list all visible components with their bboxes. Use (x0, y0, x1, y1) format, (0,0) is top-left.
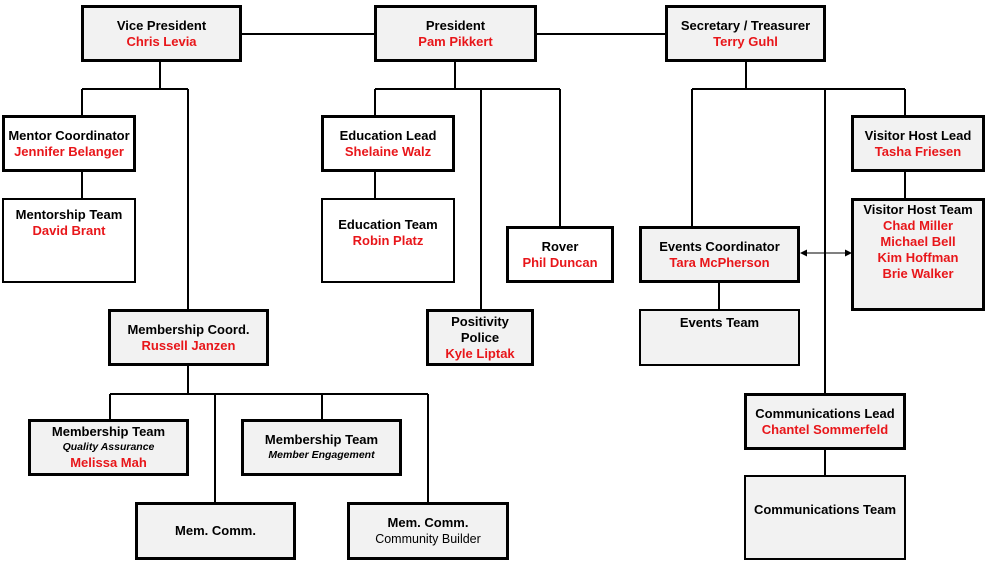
mentorship-team-title: Mentorship Team (15, 207, 123, 222)
education-team-box: Education Team Robin Platz (321, 198, 455, 283)
membership-coord-box: Membership Coord. Russell Janzen (108, 309, 269, 366)
president-name: Pam Pikkert (418, 33, 493, 49)
visitor-host-team-member: Michael Bell (880, 234, 956, 249)
events-team-box: Events Team (639, 309, 800, 366)
positivity-police-box: Positivity Police Kyle Liptak (426, 309, 534, 366)
double-arrow-icon (800, 249, 852, 257)
education-team-name: Robin Platz (352, 233, 424, 248)
positivity-police-title-1: Positivity (451, 313, 509, 329)
mentor-coordinator-title: Mentor Coordinator (8, 127, 130, 143)
positivity-police-title-2: Police (460, 329, 500, 345)
events-coordinator-box: Events Coordinator Tara McPherson (639, 226, 800, 283)
communications-lead-title: Communications Lead (755, 405, 895, 421)
education-team-title: Education Team (338, 217, 438, 232)
mem-comm-cb-title: Mem. Comm. (387, 515, 469, 530)
membership-team-me-title: Membership Team (264, 432, 379, 447)
events-coordinator-name: Tara McPherson (669, 254, 770, 270)
education-lead-box: Education Lead Shelaine Walz (321, 115, 455, 172)
membership-team-qa-box: Membership Team Quality Assurance Meliss… (28, 419, 189, 476)
positivity-police-name: Kyle Liptak (445, 345, 515, 361)
vice-president-box: Vice President Chris Levia (81, 5, 242, 62)
visitor-host-team-member: Brie Walker (882, 266, 954, 281)
secretary-treasurer-name: Terry Guhl (713, 33, 778, 49)
rover-box: Rover Phil Duncan (506, 226, 614, 283)
education-lead-name: Shelaine Walz (344, 143, 432, 159)
visitor-host-team-box: Visitor Host Team Chad Miller Michael Be… (851, 198, 985, 311)
visitor-host-lead-title: Visitor Host Lead (864, 127, 972, 143)
secretary-treasurer-title: Secretary / Treasurer (680, 17, 811, 33)
president-title: President (425, 17, 486, 33)
visitor-host-team-member: Chad Miller (882, 218, 954, 233)
mem-comm-box: Mem. Comm. (135, 502, 296, 560)
secretary-treasurer-box: Secretary / Treasurer Terry Guhl (665, 5, 826, 62)
mem-comm-title: Mem. Comm. (175, 523, 256, 538)
membership-team-qa-subtitle: Quality Assurance (62, 441, 155, 453)
visitor-host-team-title: Visitor Host Team (863, 202, 973, 217)
membership-team-me-subtitle: Member Engagement (268, 449, 375, 461)
president-box: President Pam Pikkert (374, 5, 537, 62)
membership-team-qa-title: Membership Team (51, 424, 166, 439)
visitor-host-team-member: Kim Hoffman (877, 250, 959, 265)
education-lead-title: Education Lead (339, 127, 437, 143)
membership-team-qa-name: Melissa Mah (70, 455, 147, 470)
vice-president-title: Vice President (116, 17, 207, 33)
mem-comm-community-builder-box: Mem. Comm. Community Builder (347, 502, 509, 560)
communications-team-box: Communications Team (744, 475, 906, 560)
rover-name: Phil Duncan (522, 254, 598, 270)
communications-lead-box: Communications Lead Chantel Sommerfeld (744, 393, 906, 450)
mentor-coordinator-name: Jennifer Belanger (14, 143, 124, 159)
mentor-coordinator-box: Mentor Coordinator Jennifer Belanger (2, 115, 136, 172)
membership-coord-name: Russell Janzen (141, 337, 236, 353)
membership-team-me-box: Membership Team Member Engagement (241, 419, 402, 476)
events-coordinator-title: Events Coordinator (659, 238, 780, 254)
mem-comm-cb-subtitle: Community Builder (375, 532, 481, 546)
visitor-host-lead-name: Tasha Friesen (874, 143, 962, 159)
rover-title: Rover (541, 238, 579, 254)
membership-coord-title: Membership Coord. (127, 321, 250, 337)
visitor-host-lead-box: Visitor Host Lead Tasha Friesen (851, 115, 985, 172)
mentorship-team-name: David Brant (32, 223, 106, 238)
vice-president-name: Chris Levia (126, 33, 197, 49)
communications-lead-name: Chantel Sommerfeld (761, 421, 889, 437)
communications-team-title: Communications Team (753, 502, 897, 517)
mentorship-team-box: Mentorship Team David Brant (2, 198, 136, 283)
events-team-title: Events Team (679, 315, 760, 330)
